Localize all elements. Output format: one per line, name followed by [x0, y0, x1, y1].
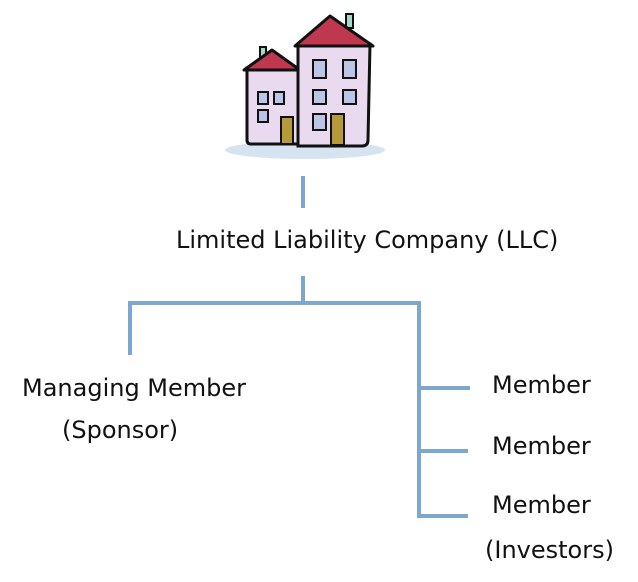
member-label: Member	[492, 491, 591, 519]
right-chimney	[345, 13, 354, 29]
connector-lines	[128, 176, 470, 518]
investors-label: (Investors)	[485, 536, 614, 564]
window	[342, 59, 357, 79]
window	[312, 59, 327, 79]
door	[280, 116, 294, 145]
member-label: Member	[492, 371, 591, 399]
window	[273, 91, 285, 105]
llc-label: Limited Liability Company (LLC)	[176, 226, 559, 254]
window	[342, 89, 357, 105]
left-building-roof	[242, 48, 302, 72]
right-building-roof	[293, 14, 375, 48]
member-label: Member	[492, 432, 591, 460]
apartment-building-icon	[225, 13, 385, 159]
window	[257, 91, 269, 105]
window	[257, 109, 269, 123]
managing-member-label: Managing Member	[22, 374, 247, 402]
door	[330, 113, 345, 146]
window	[312, 113, 327, 131]
window	[312, 89, 327, 105]
sponsor-label: (Sponsor)	[62, 416, 179, 444]
